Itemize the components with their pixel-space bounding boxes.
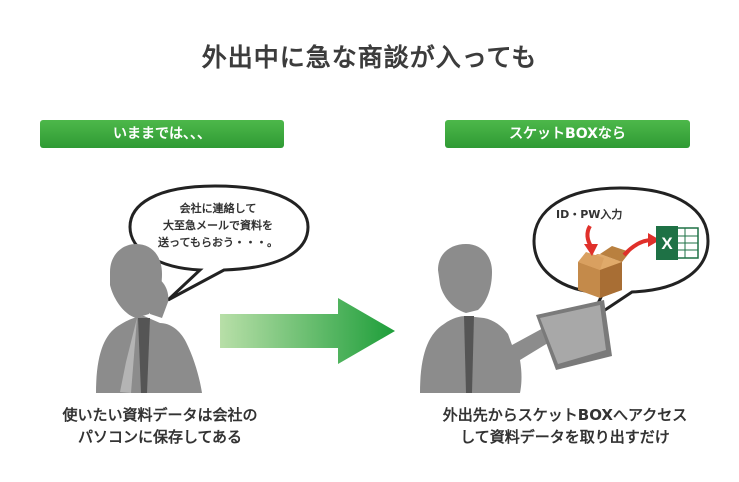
label-before: いままでは、、、 xyxy=(40,120,284,148)
excel-letter: X xyxy=(661,234,673,253)
caption-line: 外出先からスケットBOXへアクセス xyxy=(442,406,688,424)
red-right-arrow-icon xyxy=(622,233,660,257)
red-down-arrow-icon xyxy=(584,224,598,256)
page-title: 外出中に急な商談が入っても xyxy=(201,43,538,72)
cardboard-box-icon xyxy=(578,246,630,298)
bubble-line: 大至急メールで資料を xyxy=(163,219,273,232)
businessman-tablet-icon xyxy=(420,244,612,393)
caption-before: 使いたい資料データは会社の パソコンに保存してある xyxy=(20,404,300,448)
label-after: スケットBOXなら xyxy=(445,120,690,148)
id-pw-input-label: ID・PW入力 xyxy=(556,208,623,221)
businessman-phone-icon xyxy=(96,244,202,393)
excel-file-icon: X xyxy=(656,226,699,260)
bubble-text-left: 会社に連絡して 大至急メールで資料を 送ってもらおう・・・。 xyxy=(148,200,288,251)
bubble-line: 送ってもらおう・・・。 xyxy=(158,236,278,249)
caption-line: 使いたい資料データは会社の xyxy=(62,406,258,424)
speech-bubble-left xyxy=(128,184,310,302)
caption-after: 外出先からスケットBOXへアクセス して資料データを取り出すだけ xyxy=(405,404,725,448)
caption-line: して資料データを取り出すだけ xyxy=(460,428,670,446)
transition-arrow xyxy=(220,298,395,364)
caption-line: パソコンに保存してある xyxy=(77,428,243,446)
bubble-line: 会社に連絡して xyxy=(179,202,257,215)
